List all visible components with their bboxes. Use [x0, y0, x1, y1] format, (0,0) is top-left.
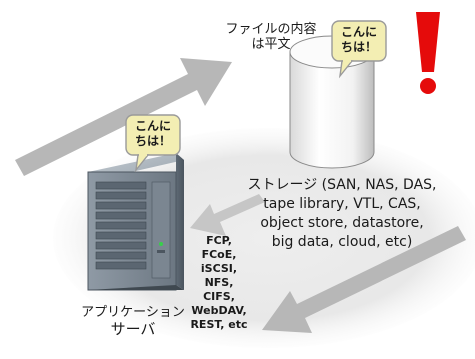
greeting-line-2: ちは！	[134, 134, 171, 148]
arrow-upper	[15, 58, 232, 176]
greeting-text-storage: こんに ちは！	[336, 25, 382, 55]
greeting-text-server: こんに ちは！	[130, 119, 176, 149]
protocol-item: FCoE,	[201, 248, 237, 261]
storage-label-line-2: tape library, VTL, CAS,	[263, 196, 421, 212]
app-server-label-line-2: サーバ	[110, 320, 156, 338]
protocol-item: NFS,	[204, 276, 234, 289]
arrow-lower	[262, 226, 466, 333]
protocol-item: FCP,	[206, 234, 232, 247]
protocol-item: WebDAV,	[191, 304, 247, 317]
protocol-list: FCP, FCoE, iSCSI, NFS, CIFS, WebDAV, RES…	[184, 234, 254, 332]
plaintext-caption: ファイルの内容 は平文	[196, 22, 346, 52]
storage-label-title: ストレージ (SAN, NAS, DAS,	[247, 177, 437, 193]
server-tower-icon	[87, 153, 184, 291]
protocol-item: REST, etc	[190, 318, 248, 331]
storage-label-line-4: big data, cloud, etc)	[271, 234, 413, 250]
storage-label-line-3: object store, datastore,	[260, 215, 424, 231]
greeting-line-1: こんに	[340, 25, 377, 39]
protocol-item: iSCSI,	[200, 262, 238, 275]
plaintext-caption-line-2: は平文	[251, 37, 291, 52]
protocol-item: CIFS,	[203, 290, 235, 303]
speech-bubble-storage	[331, 20, 387, 79]
greeting-line-2: ちは！	[340, 40, 377, 54]
app-server-label-line-1: アプリケーション	[81, 305, 185, 320]
exclamation-icon	[416, 12, 440, 94]
arrow-middle	[190, 194, 265, 236]
storage-label: ストレージ (SAN, NAS, DAS, tape library, VTL,…	[222, 176, 462, 252]
speech-bubble-server	[125, 114, 181, 173]
plaintext-caption-line-1: ファイルの内容	[225, 22, 317, 37]
greeting-line-1: こんに	[134, 119, 171, 133]
app-server-label: アプリケーション サーバ	[68, 304, 198, 338]
